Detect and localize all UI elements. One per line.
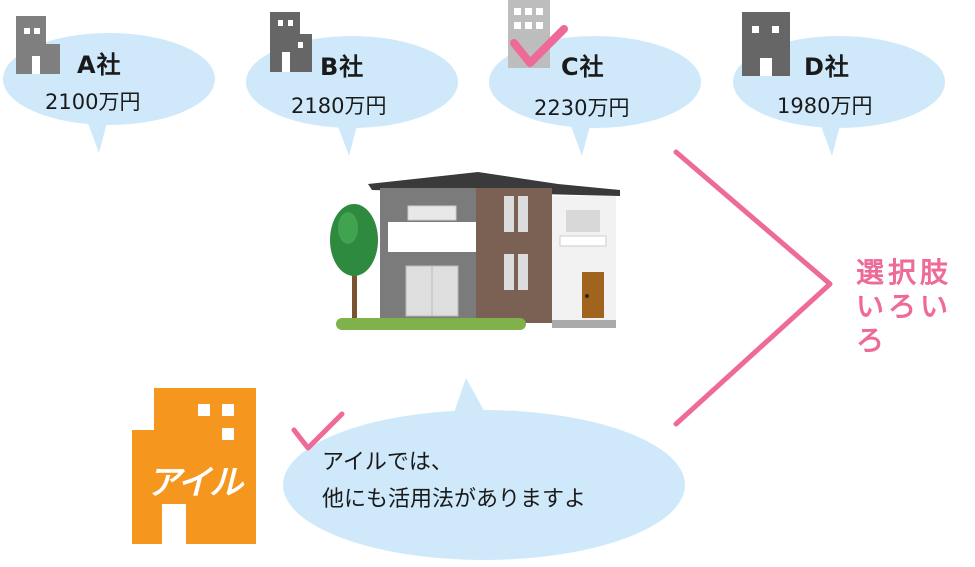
aile-logo-text: アイル (146, 463, 243, 503)
price-a: 2100万円 (45, 90, 141, 114)
choices-label: 選択肢 いろいろ (856, 256, 975, 358)
bubble-tail-b (335, 118, 359, 156)
bubble-tail-c (568, 118, 592, 156)
building-d-icon (742, 12, 790, 76)
company-name-d: D社 (804, 53, 850, 81)
choices-bracket (673, 149, 833, 427)
check-mark-icon (510, 25, 568, 67)
bubble-tail-a (85, 115, 109, 153)
aile-building-icon (132, 388, 256, 544)
company-name-a: A社 (77, 51, 122, 79)
house-illustration (330, 172, 620, 330)
building-b-icon (270, 12, 312, 72)
aile-check-mark-icon (291, 411, 345, 451)
price-d: 1980万円 (777, 94, 873, 118)
price-c: 2230万円 (534, 96, 630, 120)
company-name-c: C社 (561, 53, 605, 81)
building-a-icon (16, 16, 60, 74)
choices-label-line2: いろいろ (856, 290, 953, 357)
choices-label-line1: 選択肢 (856, 256, 953, 289)
company-name-b: B社 (320, 53, 365, 81)
price-b: 2180万円 (291, 94, 387, 118)
aile-message-line2: 他にも活用法がありますよ (322, 487, 587, 512)
aile-message: アイルでは、 他にも活用法がありますよ (322, 444, 586, 518)
bubble-tail-d (818, 118, 842, 156)
aile-speech-bubble (283, 410, 685, 560)
aile-message-line1: アイルでは、 (322, 450, 453, 475)
